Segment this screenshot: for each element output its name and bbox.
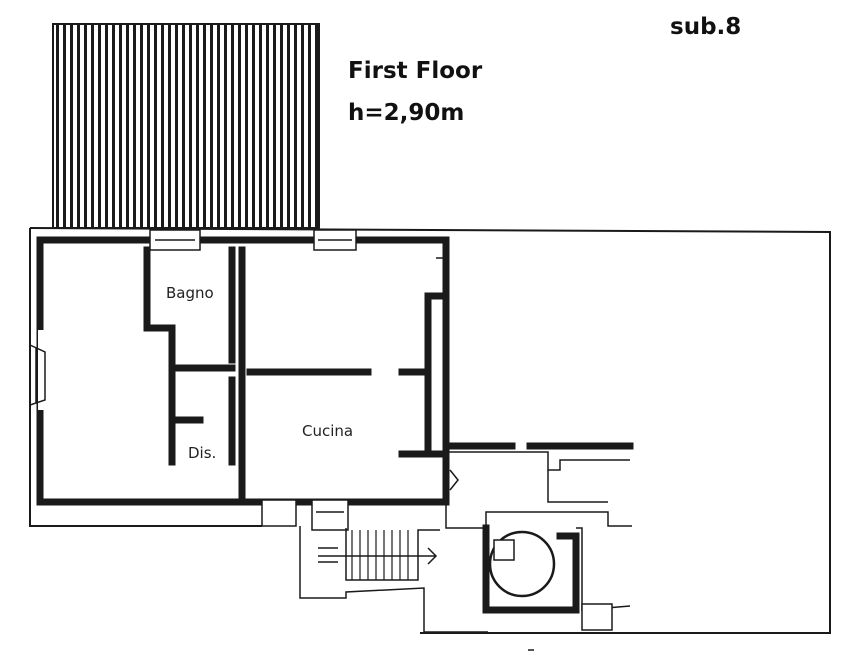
staircase [299, 526, 488, 633]
bottom-openings [261, 499, 349, 531]
window-top-left [149, 229, 201, 251]
annex-walls [444, 442, 634, 529]
room-label-bagno: Bagno [166, 284, 214, 302]
outer-walls [29, 236, 450, 506]
interior-walls [143, 246, 450, 502]
window-top-right [313, 229, 357, 251]
floor-title: First Floor [348, 58, 483, 84]
room-label-dis: Dis. [188, 444, 216, 462]
height-label: h=2,90m [348, 100, 464, 126]
room-label-cucina: Cucina [302, 422, 353, 440]
terrace-hatch [52, 23, 320, 229]
sub-label: sub.8 [670, 14, 741, 40]
spiral-stair [482, 524, 631, 631]
property-boundary [29, 227, 831, 634]
